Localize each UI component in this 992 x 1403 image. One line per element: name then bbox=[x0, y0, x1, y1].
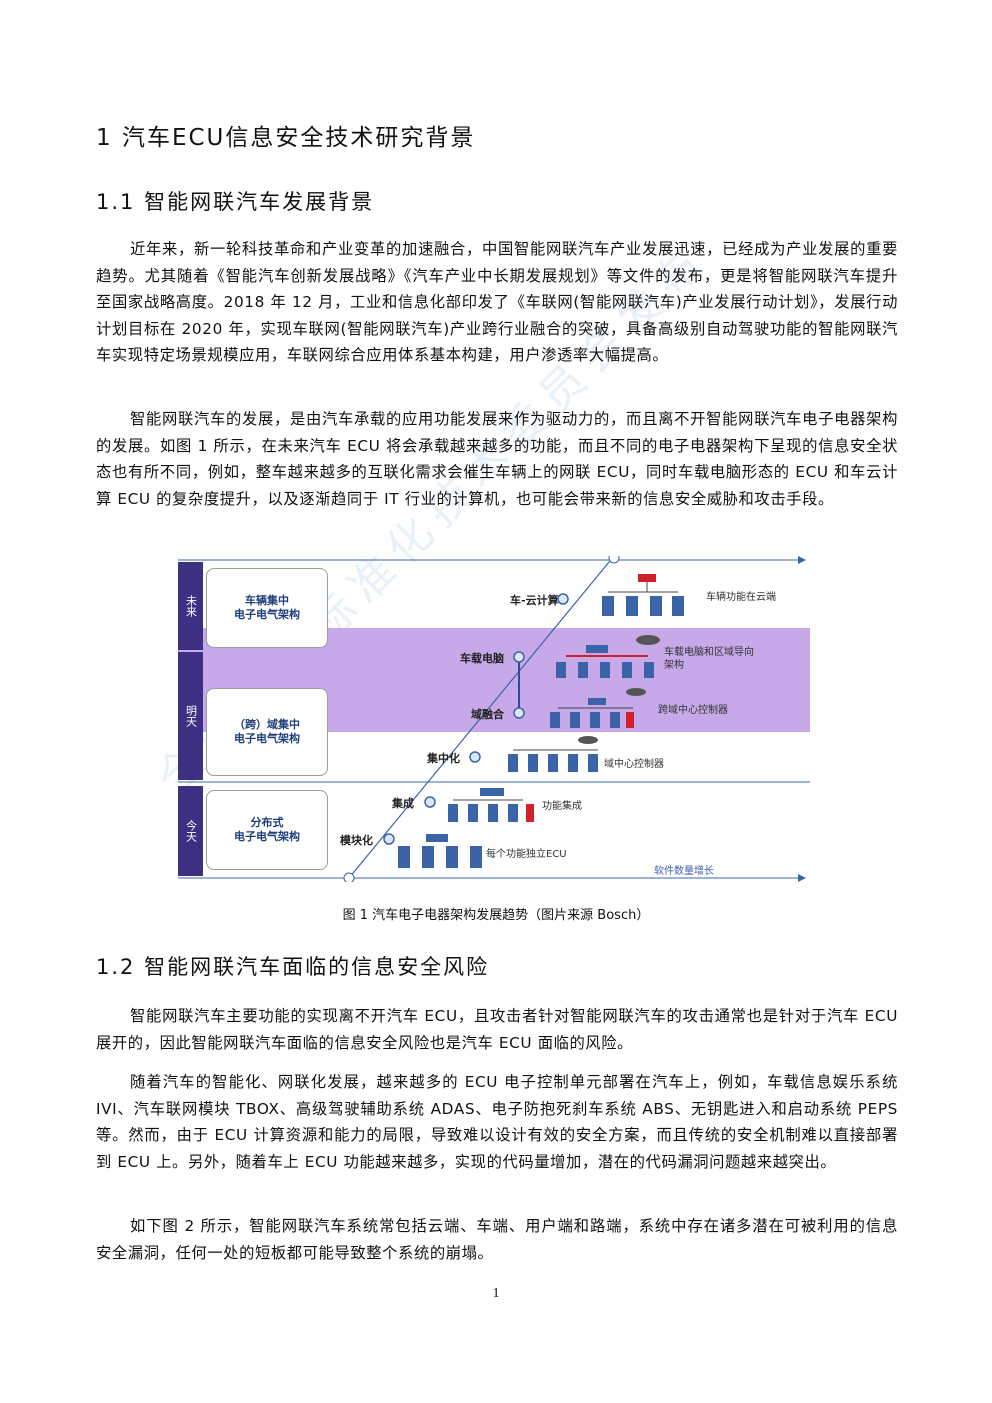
ecu-cluster-cloud bbox=[602, 574, 684, 616]
step-desc-domain-fusion: 跨域中心控制器 bbox=[658, 705, 728, 716]
node-vehicle-cloud bbox=[557, 593, 569, 605]
ecu-cluster-modular bbox=[398, 834, 482, 868]
ecu-cluster-integration bbox=[448, 788, 534, 822]
paragraph-1-2-b: 随着汽车的智能化、网联化发展，越来越多的 ECU 电子控制单元部署在汽车上，例如… bbox=[96, 1073, 898, 1171]
step-desc-modular: 每个功能独立ECU bbox=[486, 849, 567, 860]
node-domain-fusion bbox=[513, 707, 525, 719]
stage-label-today: 今天 bbox=[184, 820, 198, 842]
step-desc-vehicle-cloud: 车辆功能在云端 bbox=[706, 592, 776, 603]
node-integration bbox=[424, 796, 436, 808]
ecu-cluster-centralization bbox=[508, 736, 598, 772]
node-vehicle-computer bbox=[513, 651, 525, 663]
node-centralization bbox=[469, 751, 481, 763]
stage-tab-tomorrow: 明天 bbox=[178, 652, 203, 780]
arch-box-vehicle-centralized: 车辆集中 电子电气架构 bbox=[206, 568, 328, 648]
arch-box-distributed: 分布式 电子电气架构 bbox=[206, 790, 328, 870]
top-axis-arrow bbox=[798, 556, 806, 564]
stage-tab-today: 今天 bbox=[178, 786, 203, 876]
step-label-vehicle-computer: 车载电脑 bbox=[460, 652, 504, 665]
paragraph-1-2-a: 智能网联汽车主要功能的实现离不开汽车 ECU，且攻击者针对智能网联汽车的攻击通常… bbox=[96, 1007, 898, 1052]
ecu-cluster-vehicle-computer bbox=[556, 635, 660, 678]
arch-box-domain-centralized: （跨）域集中 电子电气架构 bbox=[206, 688, 328, 776]
step-desc-integration: 功能集成 bbox=[542, 801, 582, 812]
step-label-centralization: 集中化 bbox=[427, 752, 460, 765]
step-label-vehicle-cloud: 车-云计算 bbox=[510, 594, 559, 607]
paragraph-1-1-b: 智能网联汽车的发展，是由汽车承载的应用功能发展来作为驱动力的，而且离不开智能网联… bbox=[96, 410, 898, 508]
section-1-2-title: 1.2 智能网联汽车面临的信息安全风险 bbox=[96, 955, 490, 979]
trend-line bbox=[348, 556, 615, 879]
figure-1-architecture-trend: 未来 明天 今天 车辆集中 电子电气架构 （跨）域集中 电子电气架构 分布式 电… bbox=[178, 556, 810, 882]
ecu-cluster-domain-fusion bbox=[550, 688, 646, 728]
step-label-integration: 集成 bbox=[392, 797, 414, 810]
step-desc-vehicle-computer: 车载电脑和区域导向 架构 bbox=[664, 647, 754, 671]
trend-end-node bbox=[608, 556, 620, 564]
axis-label-software-growth: 软件数量增长 bbox=[654, 866, 714, 877]
paragraph-1-2-c: 如下图 2 所示，智能网联汽车系统常包括云端、车端、用户端和路端，系统中存在诸多… bbox=[96, 1217, 898, 1262]
step-desc-centralization: 域中心控制器 bbox=[604, 759, 664, 770]
trend-start-node bbox=[343, 872, 355, 882]
page-number: 1 bbox=[492, 1286, 500, 1301]
step-label-domain-fusion: 域融合 bbox=[471, 708, 504, 721]
stage-tab-future: 未来 bbox=[178, 562, 203, 650]
bottom-axis-arrow bbox=[798, 874, 806, 882]
node-modular bbox=[383, 833, 395, 845]
section-1-1-title: 1.1 智能网联汽车发展背景 bbox=[96, 190, 375, 214]
step-label-modular: 模块化 bbox=[340, 834, 373, 847]
stage-label-future: 未来 bbox=[184, 595, 198, 617]
figure-1-caption: 图 1 汽车电子电器架构发展趋势（图片来源 Bosch） bbox=[342, 908, 650, 923]
paragraph-1-1-a: 近年来，新一轮科技革命和产业变革的加速融合，中国智能网联汽车产业发展迅速，已经成… bbox=[96, 240, 898, 365]
stage-label-tomorrow: 明天 bbox=[184, 705, 198, 727]
section-1-title: 1 汽车ECU信息安全技术研究背景 bbox=[96, 125, 476, 151]
